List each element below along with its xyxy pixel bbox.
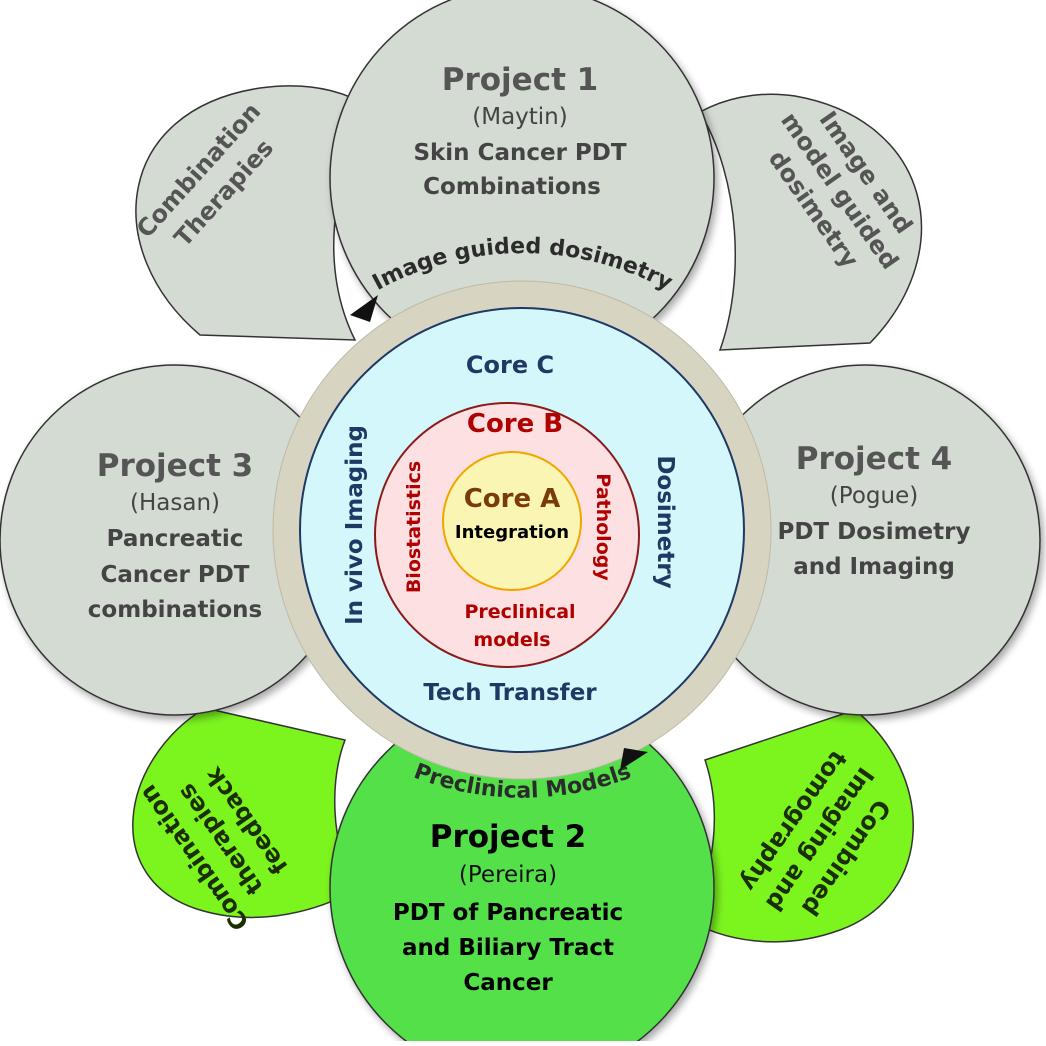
petal-bottom-right — [689, 709, 914, 943]
project-4-title: Project 4 — [796, 441, 953, 477]
core-b-right: Pathology — [592, 473, 614, 581]
core-c-title: Core C — [466, 351, 554, 379]
core-a-sub: Integration — [455, 522, 569, 543]
project-1-title: Project 1 — [442, 62, 599, 98]
project-1-line1: Skin Cancer PDT — [413, 140, 626, 166]
core-a-circle — [442, 451, 582, 591]
core-a-title: Core A — [464, 484, 561, 514]
project-4-line1: PDT Dosimetry — [777, 519, 970, 545]
project-3-line2: Cancer PDT — [101, 562, 250, 588]
outer-ring-edge — [272, 280, 772, 780]
project-4-name: (Pogue) — [830, 483, 918, 509]
core-b-title: Core B — [467, 409, 563, 439]
core-c-bottom: Tech Transfer — [423, 680, 597, 706]
project-2-line2: and Biliary Tract — [402, 935, 614, 961]
outer-ring — [273, 281, 771, 779]
project-3-line3: combinations — [88, 597, 262, 623]
project-3-name: (Hasan) — [130, 490, 220, 516]
project-1-name: (Maytin) — [472, 104, 567, 130]
core-b-bottom-line1: Preclinical — [464, 601, 575, 623]
core-c-left: In vivo Imaging — [342, 425, 368, 625]
petal-bottom-left — [132, 707, 356, 919]
core-c-right: Dosimetry — [652, 455, 678, 588]
core-b-bottom-line2: models — [473, 629, 550, 651]
ring-arrow-top-icon — [350, 295, 378, 322]
petal-top-right — [698, 93, 923, 351]
project-3-title: Project 3 — [97, 448, 254, 484]
project-2-title: Project 2 — [430, 819, 587, 855]
project-2-line3: Cancer — [463, 970, 553, 996]
project-2-name: (Pereira) — [459, 862, 557, 888]
project-4-line2: and Imaging — [793, 554, 955, 580]
project-3-line1: Pancreatic — [107, 526, 244, 552]
petal-top-left — [135, 85, 374, 341]
core-b-left: Biostatistics — [403, 461, 425, 593]
project-1-line2: Combinations — [423, 174, 601, 200]
project-2-line1: PDT of Pancreatic — [393, 900, 623, 926]
ring-arrow-bottom-icon — [620, 748, 648, 770]
